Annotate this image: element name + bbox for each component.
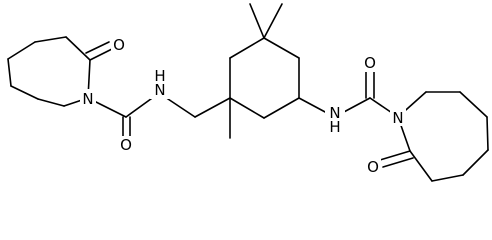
- bond: [263, 97, 300, 119]
- bond: [409, 150, 433, 182]
- bond: [298, 97, 328, 114]
- bond: [125, 95, 156, 118]
- amide-hydrogen-left: H: [154, 67, 165, 85]
- bond: [379, 150, 411, 161]
- ketone-oxygen-left: O: [113, 36, 125, 54]
- bond: [85, 41, 110, 54]
- bond: [263, 3, 283, 39]
- bond: [486, 116, 489, 151]
- bond: [7, 58, 12, 87]
- atom-labels: O N N H O N H O N O: [80, 35, 406, 176]
- bond: [89, 48, 113, 61]
- amide-nitrogen-right: N: [329, 104, 340, 122]
- amide-nitrogen-left: N: [154, 81, 165, 99]
- bond: [229, 37, 265, 59]
- bond: [263, 37, 300, 59]
- chemical-structure: O N N H O N H O N O: [7, 3, 489, 182]
- carbonyl-oxygen-right: O: [364, 54, 376, 72]
- bond: [459, 91, 488, 118]
- bond: [164, 96, 196, 118]
- bond: [65, 36, 91, 61]
- ketone-oxygen-right: O: [367, 158, 379, 176]
- ring-nitrogen-right: N: [392, 109, 403, 127]
- carbonyl-oxygen-left: O: [120, 136, 132, 154]
- bond: [7, 41, 36, 60]
- bond: [34, 36, 67, 43]
- amide-hydrogen-right: H: [329, 118, 340, 136]
- bond: [10, 85, 39, 100]
- ring-nitrogen-left: N: [82, 90, 93, 108]
- bond: [462, 149, 489, 176]
- bond: [249, 3, 265, 39]
- bond: [341, 97, 371, 114]
- bond: [382, 157, 414, 168]
- bond: [194, 97, 231, 118]
- bond: [37, 98, 65, 107]
- bond: [431, 174, 464, 182]
- bond: [229, 97, 265, 119]
